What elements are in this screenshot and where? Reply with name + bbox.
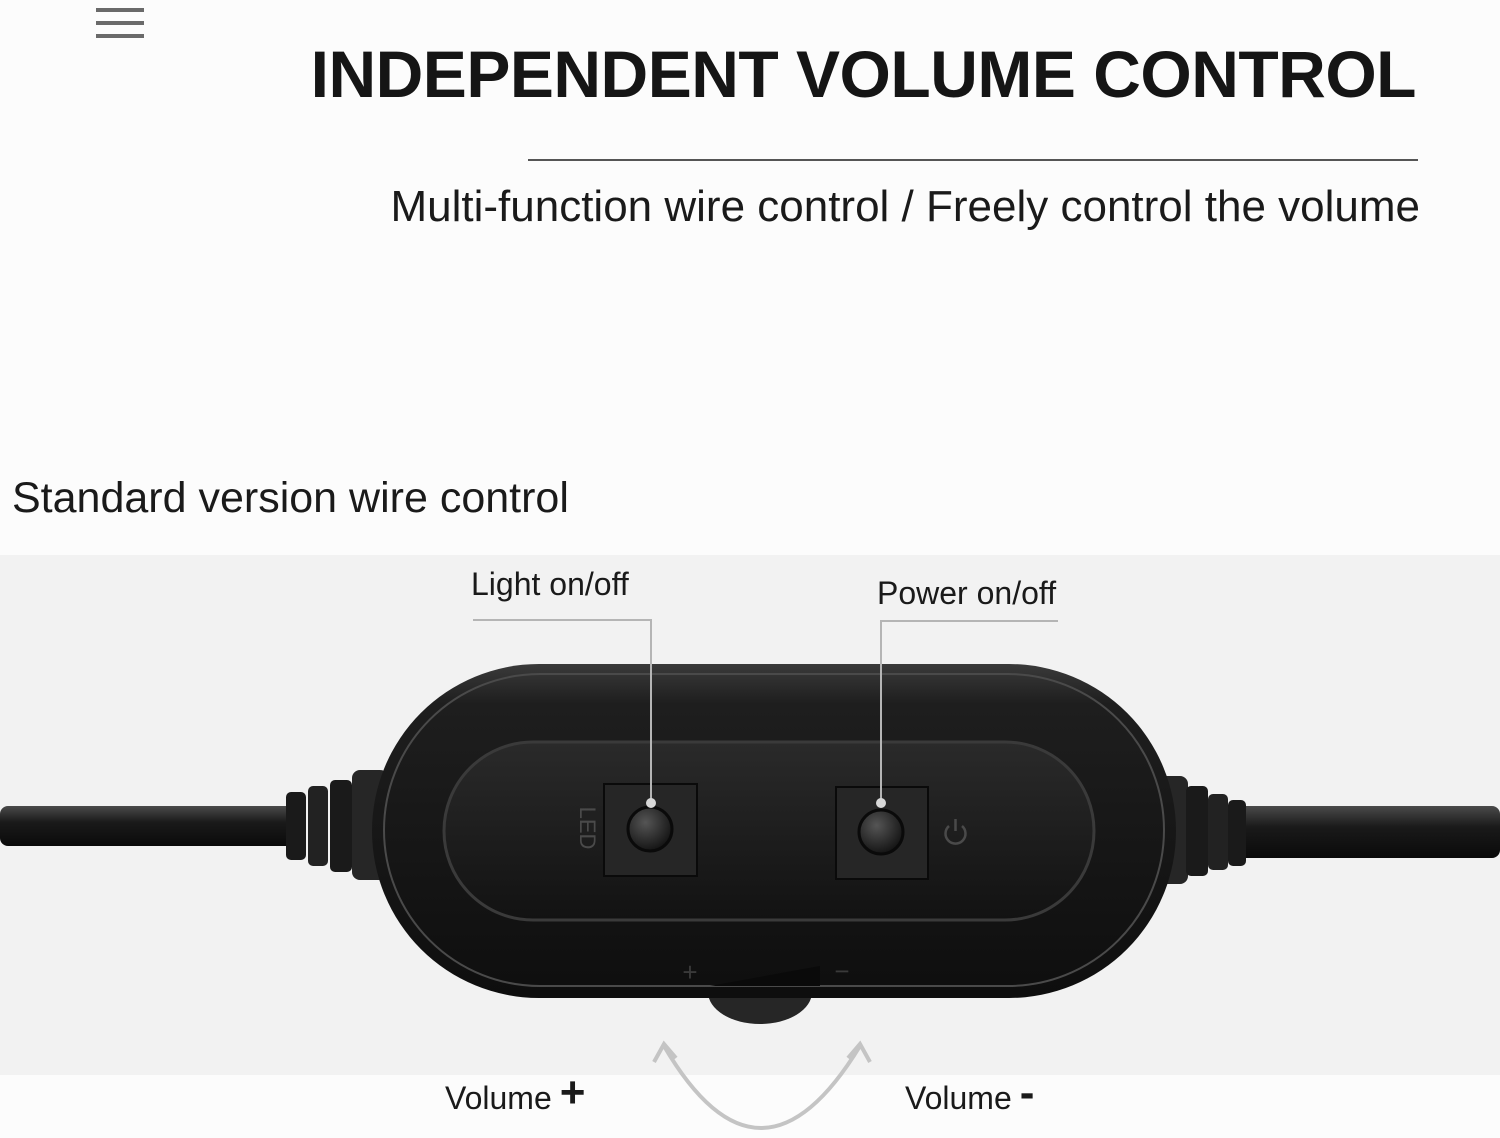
wheel-minus-mark: − (834, 956, 849, 986)
control-panel (442, 740, 1096, 922)
light-onoff-label: Light on/off (471, 566, 629, 602)
power-button[interactable] (835, 786, 929, 880)
cable-right (1200, 806, 1500, 858)
volume-up-label: Volume+ (445, 1068, 585, 1118)
minus-icon: - (1019, 1068, 1035, 1117)
rotation-arrow-icon (652, 1040, 872, 1130)
cable-left (0, 806, 300, 846)
led-label: LED (575, 807, 600, 850)
callout-line-power (876, 620, 1058, 808)
menu-icon[interactable] (96, 6, 144, 40)
power-onoff-label: Power on/off (877, 575, 1057, 611)
page-subtitle: Multi-function wire control / Freely con… (390, 182, 1420, 231)
callout-line-light (473, 619, 656, 808)
plus-icon: + (559, 1068, 586, 1117)
volume-up-text: Volume (445, 1080, 552, 1116)
wheel-plus-mark: + (682, 957, 697, 987)
volume-down-text: Volume (905, 1080, 1012, 1116)
volume-down-label: Volume- (905, 1068, 1034, 1118)
title-divider (528, 159, 1418, 161)
led-button[interactable] (603, 783, 698, 877)
volume-ramp (710, 966, 820, 986)
section-title: Standard version wire control (12, 474, 569, 522)
page-title: INDEPENDENT VOLUME CONTROL (310, 37, 1417, 111)
power-icon (944, 819, 967, 845)
